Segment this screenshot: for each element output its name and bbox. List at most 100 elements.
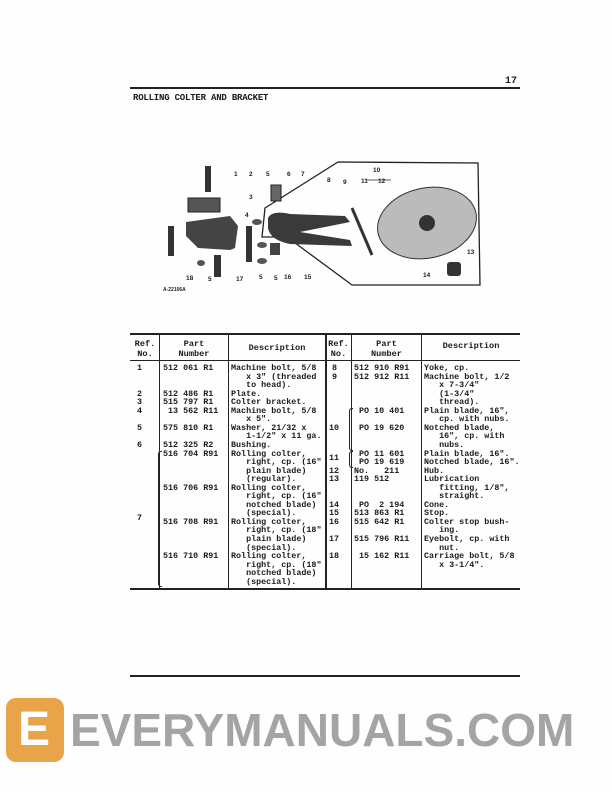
description-line: 1-1/2" x 11 ga. <box>231 431 322 442</box>
description-line: right, cp. (16" <box>231 457 322 468</box>
callout-5: 5 <box>208 276 212 283</box>
ref-number: 3 <box>137 397 143 408</box>
callout-17: 17 <box>236 276 244 283</box>
callout-14: 14 <box>423 272 431 279</box>
callout-12: 12 <box>378 178 386 185</box>
part-number: 15 162 R11 <box>354 551 410 562</box>
description-line: thread). <box>424 397 480 408</box>
description-line: plain blade) <box>231 534 307 544</box>
description-line: Notched blade, 16". <box>424 457 520 468</box>
ref-number: 6 <box>137 439 143 450</box>
header-part-number: Part Number <box>178 339 210 359</box>
yoke-part <box>268 212 352 246</box>
page-number: 17 <box>505 76 518 87</box>
bolt-4-part <box>246 226 252 262</box>
hub-part <box>419 215 435 231</box>
part-number: 515 797 R1 <box>163 397 214 408</box>
callout-4: 4 <box>245 212 249 219</box>
description-line: Rolling colter, <box>231 448 307 459</box>
ref-number: 10 <box>329 422 340 433</box>
description-line: to head). <box>231 380 292 391</box>
description-line: right, cp. (16" <box>231 491 322 502</box>
description-line: (regular). <box>231 474 297 485</box>
stop-part <box>270 243 280 255</box>
description-line: Plain blade, 16". <box>424 448 510 459</box>
callout-16: 16 <box>284 274 292 281</box>
part-number: PO 2 194 <box>354 499 405 510</box>
part-number: 515 642 R1 <box>354 516 405 527</box>
description-line: Colter bracket. <box>231 397 307 408</box>
carriage-bolt-part <box>168 226 174 256</box>
description-line: Rolling colter, <box>231 482 307 493</box>
description-line: Yoke, cp. <box>424 363 470 373</box>
bushing-part <box>270 184 282 202</box>
description-line: Rolling colter, <box>231 516 307 527</box>
description-line: x 3" (threaded <box>231 371 317 382</box>
callout-10: 10 <box>373 167 381 174</box>
washer-part <box>257 242 267 248</box>
part-number: 512 912 R11 <box>354 371 410 382</box>
part-number: 575 810 R1 <box>163 422 214 433</box>
callout-1: 1 <box>234 171 238 178</box>
description-line: Stop. <box>424 508 450 519</box>
description-line: Bushing. <box>231 439 272 450</box>
header-part-number: Part Number <box>371 339 402 359</box>
group-brace <box>349 450 353 468</box>
column-divider <box>325 334 327 589</box>
description-line: (special). <box>231 542 297 553</box>
description-line: x 7-3/4" <box>424 380 480 391</box>
description-line: Machine bolt, 1/2 <box>424 371 510 382</box>
part-number: 13 562 R11 <box>163 405 219 416</box>
description-line: Hub. <box>424 465 445 476</box>
description-line: (1-3/4" <box>424 388 475 399</box>
description-line: Plain blade, 16", <box>424 405 510 416</box>
header-ref-no: Ref. No. <box>328 339 349 359</box>
description-line: nubs. <box>424 439 465 450</box>
enlarged-view-outline <box>261 161 481 286</box>
description-line: (special). <box>231 508 297 519</box>
description-line: notched blade) <box>231 568 317 579</box>
column-divider <box>351 334 352 589</box>
part-number: 512 325 R2 <box>163 439 214 450</box>
part-number: 516 704 R91 <box>163 448 219 459</box>
callout-15: 15 <box>304 274 312 281</box>
table-bottom-rule <box>130 588 520 590</box>
callout-2: 2 <box>249 171 253 178</box>
description-line: Cone. <box>424 499 450 510</box>
figure-id: A-22106A <box>163 287 186 293</box>
column-divider <box>228 334 229 589</box>
part-number: No. 211 <box>354 465 400 476</box>
cone-part <box>447 262 461 276</box>
watermark-logo-letter: E <box>18 703 51 756</box>
description-line: Colter stop bush- <box>424 516 510 527</box>
ref-number: 2 <box>137 388 143 399</box>
callout-8: 8 <box>327 177 331 184</box>
ref-number: 8 <box>332 363 338 373</box>
part-number: 515 796 R11 <box>354 534 410 544</box>
part-number: 119 512 <box>354 474 390 485</box>
description-line: 16", cp. with <box>424 431 505 442</box>
description-line: Lubrication <box>424 474 480 485</box>
part-number: 516 710 R91 <box>163 551 219 562</box>
ref-number: 13 <box>329 474 340 485</box>
description-line: straight. <box>424 491 485 502</box>
top-rule <box>130 87 520 89</box>
part-number: PO 11 601 <box>354 448 405 459</box>
ref-number: 5 <box>137 422 143 433</box>
ref-number: 9 <box>332 371 338 382</box>
description-line: Plate. <box>231 388 262 399</box>
part-number: PO 19 620 <box>354 422 405 433</box>
callout-9: 9 <box>343 179 347 186</box>
callout-3: 3 <box>249 194 253 201</box>
ref-number: 4 <box>137 405 143 416</box>
washer-part <box>257 258 267 264</box>
callout-5: 5 <box>259 274 263 281</box>
part-number: 512 486 R1 <box>163 388 214 399</box>
column-divider <box>159 334 160 589</box>
description-line: ing. <box>424 525 460 536</box>
ref-number: 16 <box>329 516 340 527</box>
description-line: Eyebolt, cp. with <box>424 534 510 544</box>
header-description: Description <box>248 343 306 353</box>
